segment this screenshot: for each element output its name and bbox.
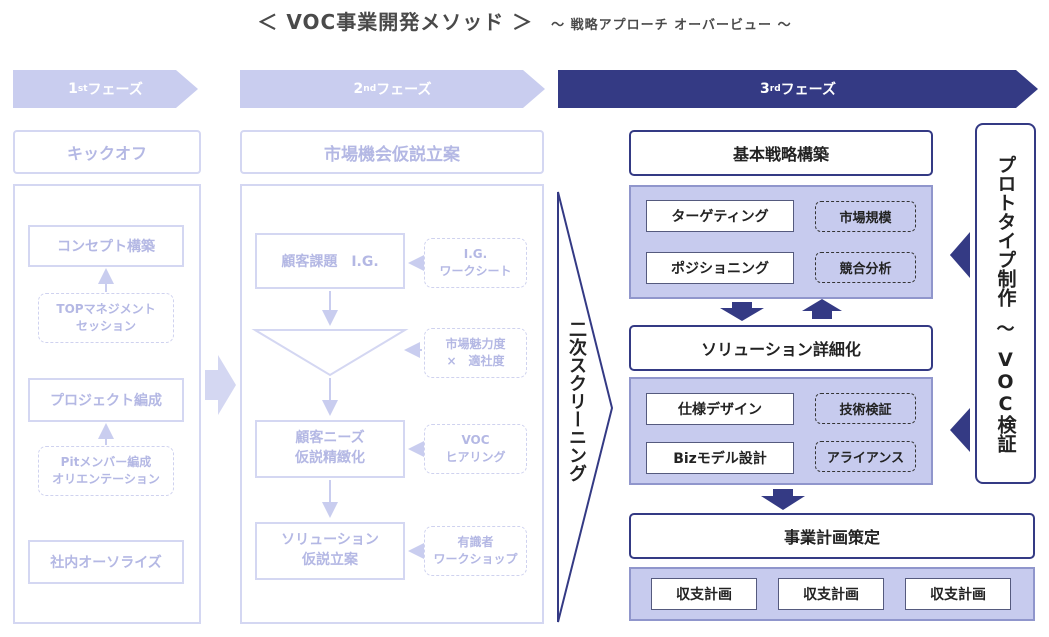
phase-1-suffix: st [77,84,88,94]
attractiveness-line1: 市場魅力度 [445,336,506,351]
pit-line1: Pitメンバー編成 [60,454,152,469]
ig-sheet-line1: I.G. [463,246,488,261]
page-title: ＜ VOC事業開発メソッド ＞ ～ 戦略アプローチ オーバービュー ～ [0,6,1049,35]
pit-box: Pitメンバー編成オリエンテーション [38,446,174,496]
basic-strategy-header: 基本戦略構築 [629,130,933,176]
screening-2-label: 二次スクリーニング [566,320,587,482]
attractiveness-line2: × 適社度 [446,354,505,368]
top-session-line2: セッション [75,319,136,333]
workshop-line1: 有識者 [457,534,494,549]
alliance-box: アライアンス [815,441,916,472]
prototype-voc-box: プロトタイプ制作 ～ VOC検証 [975,123,1036,484]
voc-verify-label: VOC検証 [994,348,1017,453]
needs-line2: 仮説精緻化 [295,450,365,466]
needs-line1: 顧客ニーズ [295,430,365,447]
screening-1-funnel [251,329,409,377]
title-subtitle: ～ 戦略アプローチ オーバービュー ～ [551,18,792,33]
hypothesis-header: 市場機会仮説立案 [240,130,544,174]
business-plan-header: 事業計画策定 [629,513,1035,559]
title-main: ＜ VOC事業開発メソッド ＞ [257,10,534,34]
spec-design-box: 仕様デザイン [646,393,794,425]
attractiveness-box: 市場魅力度 × 適社度 [424,328,527,378]
targeting-box: ターゲティング [646,200,794,232]
biz-model-box: Bizモデル設計 [646,442,794,474]
solution-hypothesis-box: ソリューション仮説立案 [255,522,405,580]
competition-box: 競合分析 [815,252,916,283]
phase-3-suffix: rd [769,84,781,94]
block-arrow-down-1 [720,302,764,321]
plan-box-2: 収支計画 [778,578,884,610]
solution-detail-header: ソリューション詳細化 [629,325,933,371]
prototype-label: プロトタイプ制作 [994,154,1017,307]
voc-hearing-line1: VOC [461,432,490,447]
top-session-line1: TOPマネジメント [56,301,156,316]
block-arrow-down-2 [761,489,805,510]
market-size-box: 市場規模 [815,201,916,232]
voc-hearing-box: VOC ヒアリング [424,424,527,474]
pit-line2: オリエンテーション [52,472,160,486]
concept-box: コンセプト構築 [28,225,184,267]
voc-hearing-line2: ヒアリング [445,450,506,464]
phase-1-num: 1 [68,81,78,97]
phase-2-suffix: nd [363,84,377,94]
phase-transition-arrow [205,355,236,415]
phase-1-label: フェーズ [87,82,143,98]
workshop-box: 有識者ワークショップ [424,526,527,576]
ig-sheet-line2: ワークシート [439,264,512,278]
workshop-line2: ワークショップ [433,552,518,566]
prototype-arrow-2 [950,408,970,452]
needs-box: 顧客ニーズ仮説精緻化 [255,420,405,478]
tech-verify-box: 技術検証 [815,393,916,424]
block-arrow-up [802,299,842,319]
prototype-arrow-1-tip [950,245,960,265]
kickoff-header: キックオフ [13,130,201,174]
phase-3-num: 3 [760,81,770,97]
ig-sheet-box: I.G. ワークシート [424,238,527,288]
plan-box-3: 収支計画 [905,578,1011,610]
screening-2-chevron [557,191,614,623]
solution-line1: ソリューション [281,532,379,549]
issue-ig-box: 顧客課題 I.G. [255,233,405,289]
positioning-box: ポジショニング [646,252,794,284]
phase-2-num: 2 [353,81,364,97]
phase-3-label: フェーズ [780,82,836,98]
project-box: プロジェクト編成 [28,378,184,422]
solution-line2: 仮説立案 [301,552,358,568]
plan-box-1: 収支計画 [651,578,757,610]
tilde-label: ～ [996,318,1015,340]
top-session-box: TOPマネジメントセッション [38,293,174,343]
phase-2-label: フェーズ [376,82,432,98]
authorize-box: 社内オーソライズ [28,540,184,584]
